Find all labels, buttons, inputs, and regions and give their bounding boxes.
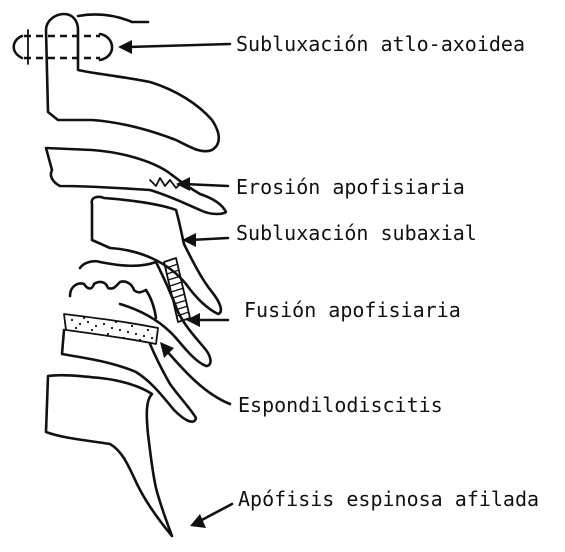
c5-vertebra — [70, 258, 211, 366]
atlas-anterior-ring — [14, 36, 22, 58]
c4-vertebra — [92, 197, 221, 314]
arrow-sharp-spinous — [190, 504, 232, 528]
label-atlanto-axial: Subluxación atlo-axoidea — [236, 32, 525, 56]
c7-vertebra — [46, 375, 172, 536]
c3-vertebra — [46, 148, 226, 214]
label-apophyseal-fusion: Fusión apofisiaria — [244, 298, 461, 322]
arrow-atlanto-axial — [118, 40, 230, 54]
label-spondylodiscitis: Espondilodiscitis — [238, 393, 443, 417]
label-subaxial: Subluxación subaxial — [236, 221, 477, 245]
label-sharp-spinous: Apófisis espinosa afilada — [238, 487, 539, 511]
spondylodiscitis-disc — [64, 314, 158, 344]
atlas-axis-vertebra — [14, 14, 219, 151]
arrow-fusion — [186, 313, 228, 327]
arrow-spondylodiscitis — [160, 342, 230, 404]
label-apophyseal-erosion: Erosión apofisiaria — [236, 175, 465, 199]
arrow-subaxial — [182, 233, 228, 247]
arrow-erosion — [176, 177, 228, 191]
